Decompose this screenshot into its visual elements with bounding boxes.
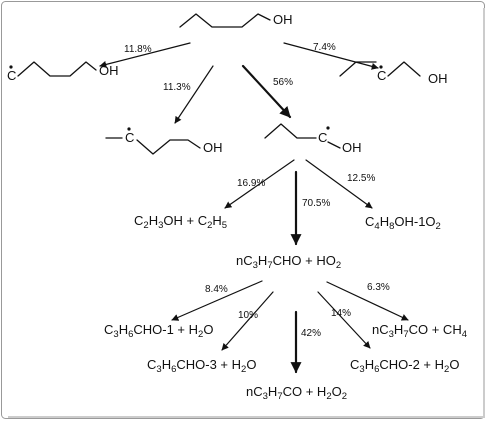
arrow-to-c4h8oh bbox=[305, 159, 373, 209]
arrow-to-c2h3oh bbox=[224, 159, 295, 209]
rad2-oh-label: OH bbox=[428, 71, 448, 86]
product-c3h6cho-1-h2o: C3H6CHO-1 + H2O bbox=[104, 322, 213, 340]
pct-42: 42% bbox=[301, 328, 321, 339]
rad4-oh-label: OH bbox=[342, 140, 362, 155]
product-c4h8oh-1o2: C4H8OH-1O2 bbox=[365, 214, 441, 232]
arrow-to-c3h6cho-3 bbox=[221, 291, 274, 351]
product-c3h6cho-3-h2o: C3H6CHO-3 + H2O bbox=[147, 357, 256, 375]
arrow-to-c3h6cho-1 bbox=[171, 280, 263, 321]
arrow-to-c3h6cho-2 bbox=[317, 291, 371, 349]
arrow-to-radical-right bbox=[283, 42, 379, 70]
figure-shadow bbox=[8, 8, 485, 418]
product-c3h6cho-2-h2o: C3H6CHO-2 + H2O bbox=[350, 357, 459, 375]
radical-middle-left-structure: C OH bbox=[105, 127, 223, 155]
product-c2h3oh-c2h5: C2H3OH + C2H5 bbox=[134, 213, 227, 231]
pct-11-8: 11.8% bbox=[124, 44, 152, 55]
pct-70-5: 70.5% bbox=[302, 198, 330, 209]
pct-16-9: 16.9% bbox=[237, 178, 265, 189]
rad3-oh-label: OH bbox=[203, 140, 223, 155]
radical-c-label-center: C bbox=[318, 130, 327, 145]
figure-border bbox=[1, 1, 485, 419]
pct-11-3: 11.3% bbox=[163, 82, 191, 93]
arrow-to-nc3h7co-ch4 bbox=[326, 281, 409, 321]
arrow-to-radical-mid-left bbox=[174, 65, 214, 124]
radical-c-label: C bbox=[7, 68, 16, 83]
arrow-to-alpha-left bbox=[99, 42, 191, 68]
radical-c-label-right: C bbox=[377, 68, 386, 83]
pct-8-4: 8.4% bbox=[205, 284, 228, 295]
arrow-to-radical-center bbox=[241, 64, 292, 119]
product-nc3h7co-ch4: nC3H7CO + CH4 bbox=[372, 322, 467, 340]
pct-10: 10% bbox=[238, 310, 258, 321]
pct-6-3: 6.3% bbox=[367, 282, 390, 293]
pct-12-5: 12.5% bbox=[347, 173, 375, 184]
butanol-oh-label: OH bbox=[273, 12, 293, 27]
product-nc3h7cho-ho2: nC3H7CHO + HO2 bbox=[236, 253, 341, 271]
pct-7-4: 7.4% bbox=[313, 42, 336, 53]
radical-center-structure: C OH bbox=[264, 123, 362, 155]
product-nc3h7co-h2o2: nC3H7CO + H2O2 bbox=[246, 384, 347, 402]
pct-14: 14% bbox=[331, 308, 351, 319]
pct-56: 56% bbox=[273, 77, 293, 88]
n-butanol-structure: OH bbox=[179, 12, 293, 28]
radical-c-label-mid: C bbox=[125, 130, 134, 145]
